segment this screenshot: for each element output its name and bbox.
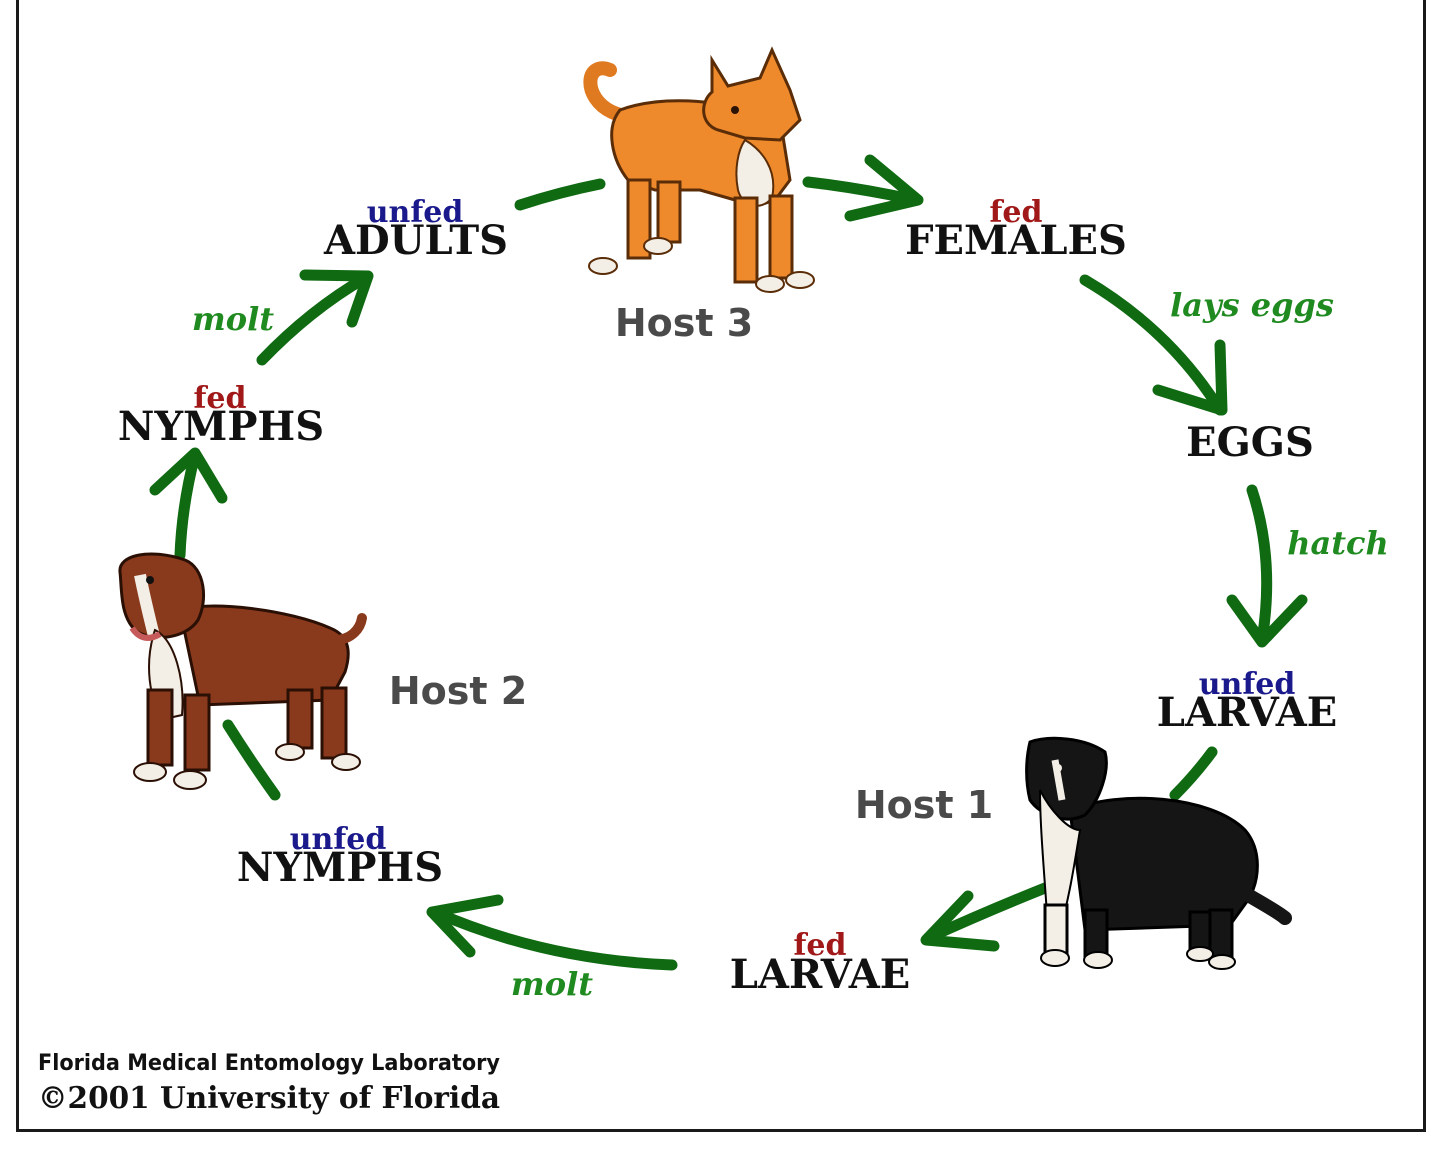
- nymphs-unfed-state-label: unfed: [290, 822, 387, 857]
- arrow-host3-to-females: [802, 176, 921, 206]
- host3-label: Host 3: [615, 301, 753, 345]
- arrowhead-adults-icon: [299, 269, 374, 328]
- lays-eggs-action-label: lays eggs: [1170, 286, 1334, 324]
- molt-left-action-label: molt: [192, 300, 274, 338]
- arrowhead-larvae-icon: [1226, 594, 1308, 648]
- arrow-host2-to-fed-nymphs: [174, 449, 201, 561]
- larvae-fed-stage-label: LARVAE: [730, 951, 910, 998]
- arrowhead-females-icon: [844, 154, 924, 222]
- arrowhead-fed-nymphs-icon: [149, 447, 228, 504]
- arrow-eggs-to-larvae: [1246, 484, 1273, 646]
- host1-dog-illustration: [1025, 736, 1292, 970]
- females-stage-label: FEMALES: [905, 217, 1127, 264]
- nymphs-unfed-stage-label: NYMPHS: [237, 844, 443, 891]
- adults-state-label: unfed: [367, 195, 464, 230]
- larvae-fed-state-label: fed: [794, 928, 847, 963]
- hatch-action-label: hatch: [1287, 524, 1389, 562]
- adults-stage-label: ADULTS: [323, 217, 508, 264]
- host2-dog-illustration: [118, 552, 367, 790]
- arrowhead-nymphs-icon: [426, 894, 504, 958]
- host3-dog-illustration: [583, 46, 815, 293]
- larvae-unfed-state-label: unfed: [1199, 667, 1296, 702]
- eggs-stage-label: EGGS: [1186, 419, 1314, 466]
- arrow-nymphs-to-adults: [256, 272, 371, 366]
- larvae-unfed-stage-label: LARVAE: [1157, 689, 1337, 736]
- nymphs-fed-state-label: fed: [194, 381, 247, 416]
- arrowhead-fed-larvae-icon: [920, 890, 1000, 952]
- nymphs-fed-stage-label: NYMPHS: [118, 403, 324, 450]
- copyright-credit: ©2001 University of Florida: [38, 1081, 500, 1116]
- lab-credit: Florida Medical Entomology Laboratory: [38, 1051, 500, 1076]
- arrow-nymphs-to-host2: [222, 719, 281, 801]
- arrowhead-eggs-icon: [1152, 339, 1228, 416]
- arrow-females-to-eggs: [1079, 274, 1226, 416]
- arrow-adults-to-host3: [514, 178, 606, 211]
- host1-label: Host 1: [855, 783, 993, 827]
- cycle-arrows: [149, 154, 1308, 971]
- arrow-larvae-to-host1: [1169, 746, 1218, 801]
- females-state-label: fed: [990, 195, 1043, 230]
- diagram-frame: [16, 0, 1426, 1132]
- host2-label: Host 2: [389, 669, 527, 713]
- arrow-larvae-to-nymphs: [429, 906, 678, 971]
- molt-bottom-action-label: molt: [511, 965, 593, 1003]
